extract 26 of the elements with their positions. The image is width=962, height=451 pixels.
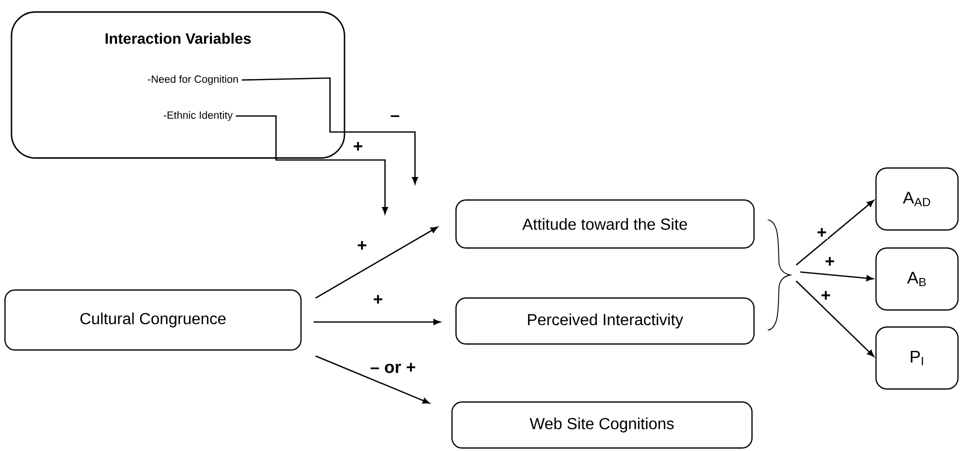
- edge-label: +: [372, 294, 384, 306]
- arrow: [314, 319, 440, 325]
- construct-box: Perceived Interactivity: [455, 297, 755, 345]
- arrow: [796, 200, 874, 266]
- edge-label: +: [816, 227, 828, 239]
- edge-label: +: [356, 240, 368, 252]
- edge-label: +: [820, 290, 832, 302]
- arrow: [236, 115, 388, 214]
- brace: [767, 219, 791, 331]
- edge-label: +: [352, 141, 364, 153]
- variable-text: -Need for Cognition: [148, 75, 238, 85]
- arrow: [242, 77, 418, 184]
- arrow: [315, 226, 438, 299]
- construct-box: Web Site Cognitions: [451, 401, 753, 449]
- construct-box: Attitude toward the Site: [455, 199, 755, 249]
- edge-label: – or +: [369, 362, 417, 374]
- construct-box: A$_{B}$: [875, 247, 959, 311]
- construct-box: P$_{I}$: [875, 326, 959, 390]
- edge-label: +: [824, 256, 836, 268]
- arrow: [796, 280, 874, 357]
- variable-text: -Ethnic Identity: [164, 111, 233, 121]
- construct-box: A$_{AD}$: [875, 167, 959, 231]
- arrow: [800, 271, 874, 282]
- construct-box: Cultural Congruence: [4, 289, 302, 351]
- edge-label: –: [389, 114, 401, 122]
- arrow: [315, 355, 430, 404]
